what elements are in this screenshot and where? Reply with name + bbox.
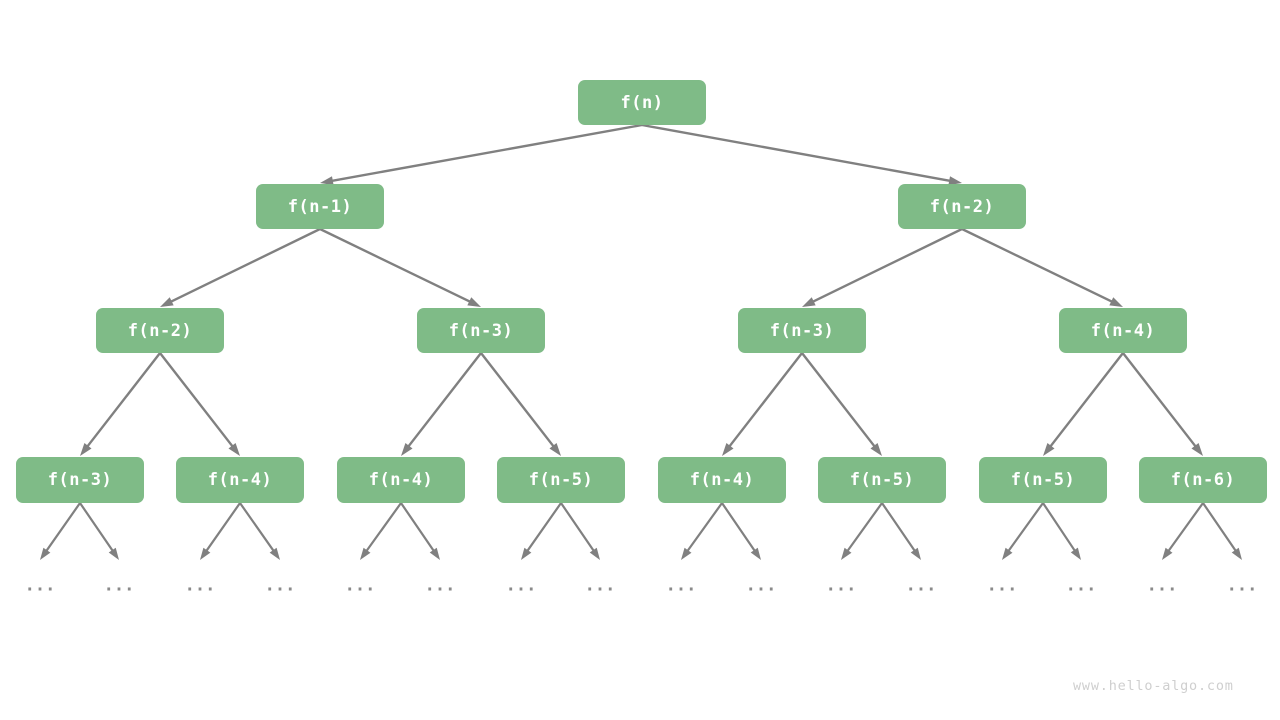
tree-node-label: f(n-4) [207,470,273,490]
tree-edge-n0-n2 [640,123,962,186]
watermark: www.hello-algo.com [1073,678,1234,694]
tree-ellipsis: ... [184,575,216,596]
tree-edge-n1-n3 [160,227,322,307]
tree-ellipsis: ... [24,575,56,596]
tree-node-label: f(n-5) [849,470,915,490]
tree-ellipsis: ... [825,575,857,596]
tree-ellipsis: ... [505,575,537,596]
tree-ellipsis: ... [584,575,616,596]
tree-node-n4[interactable]: f(n-3) [417,308,545,353]
tree-edge-n9-ellipsis-4 [360,501,403,560]
tree-node-label: f(n-5) [528,470,594,490]
tree-ellipsis: ... [344,575,376,596]
tree-node-n1[interactable]: f(n-1) [256,184,384,229]
tree-node-n0[interactable]: f(n) [578,80,706,125]
tree-node-n12[interactable]: f(n-5) [818,457,946,503]
tree-node-label: f(n-3) [769,320,835,341]
tree-edge-n13-ellipsis-12 [1002,501,1045,560]
tree-node-n10[interactable]: f(n-5) [497,457,625,503]
tree-node-label: f(n-3) [448,320,514,341]
tree-edge-n3-n8 [158,351,240,456]
tree-edge-n11-ellipsis-9 [720,501,761,560]
tree-node-label: f(n-5) [1010,470,1076,490]
tree-ellipsis: ... [905,575,937,596]
tree-edge-n2-n6 [960,227,1123,307]
tree-edge-n12-ellipsis-10 [841,501,884,560]
tree-edge-n8-ellipsis-3 [238,501,280,560]
tree-edge-n14-ellipsis-15 [1201,501,1242,560]
tree-node-n14[interactable]: f(n-6) [1139,457,1267,503]
tree-edge-n10-ellipsis-7 [559,501,600,560]
tree-edge-n10-ellipsis-6 [521,501,563,560]
tree-node-label: f(n-1) [287,196,353,217]
tree-ellipsis: ... [424,575,456,596]
tree-edge-n7-ellipsis-1 [78,501,119,560]
tree-edge-n14-ellipsis-14 [1162,501,1205,560]
tree-edge-n0-n1 [320,123,644,186]
tree-node-label: f(n-4) [368,470,434,490]
tree-edge-n6-n14 [1121,351,1203,456]
tree-edge-n4-n10 [479,351,561,456]
tree-edge-n12-ellipsis-11 [880,501,921,560]
tree-edge-n5-n11 [722,351,804,456]
tree-edge-n9-ellipsis-5 [399,501,440,560]
tree-node-label: f(n-2) [127,320,193,341]
tree-ellipsis: ... [103,575,135,596]
tree-node-label: f(n-4) [689,470,755,490]
tree-ellipsis: ... [1065,575,1097,596]
tree-node-label: f(n-6) [1170,470,1236,490]
tree-node-n2[interactable]: f(n-2) [898,184,1026,229]
tree-ellipsis: ... [745,575,777,596]
tree-edge-n6-n13 [1043,351,1125,456]
tree-edge-n3-n7 [80,351,162,456]
tree-edge-n8-ellipsis-2 [200,501,242,560]
tree-node-label: f(n-4) [1090,320,1156,341]
tree-edge-n13-ellipsis-13 [1041,501,1081,560]
tree-ellipsis: ... [986,575,1018,596]
tree-node-n3[interactable]: f(n-2) [96,308,224,353]
tree-node-label: f(n-3) [47,470,113,490]
tree-node-n7[interactable]: f(n-3) [16,457,144,503]
tree-node-n6[interactable]: f(n-4) [1059,308,1187,353]
tree-node-label: f(n-2) [929,196,995,217]
tree-ellipsis: ... [264,575,296,596]
tree-edge-n4-n9 [401,351,483,456]
tree-edge-n7-ellipsis-0 [40,501,82,560]
tree-edge-n5-n12 [800,351,882,456]
tree-ellipsis: ... [1226,575,1258,596]
tree-edge-n11-ellipsis-8 [681,501,724,560]
tree-node-n11[interactable]: f(n-4) [658,457,786,503]
tree-node-n5[interactable]: f(n-3) [738,308,866,353]
tree-node-label: f(n) [620,92,664,113]
tree-ellipsis: ... [1146,575,1178,596]
tree-edge-n1-n4 [318,227,481,307]
tree-edge-n2-n5 [802,227,964,307]
tree-node-n13[interactable]: f(n-5) [979,457,1107,503]
tree-node-n9[interactable]: f(n-4) [337,457,465,503]
tree-ellipsis: ... [665,575,697,596]
tree-node-n8[interactable]: f(n-4) [176,457,304,503]
